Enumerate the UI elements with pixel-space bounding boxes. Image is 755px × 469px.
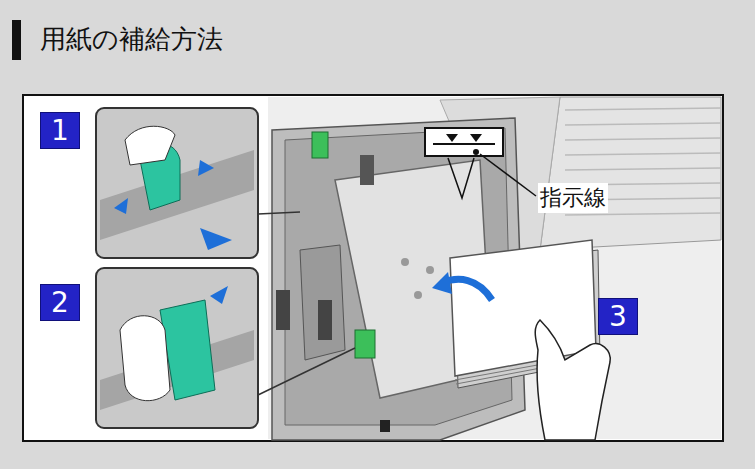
page-title: 用紙の補給方法 bbox=[40, 22, 223, 57]
indicator-symbol bbox=[425, 128, 536, 198]
title-bar bbox=[12, 20, 21, 60]
detail-inset bbox=[210, 286, 228, 304]
indicator-symbol bbox=[433, 143, 495, 145]
leader-line bbox=[258, 348, 355, 395]
title-bar bbox=[12, 20, 21, 60]
paper-tray bbox=[401, 258, 409, 266]
paper-tray bbox=[380, 420, 390, 432]
hand bbox=[535, 320, 610, 440]
paper-tray bbox=[360, 155, 374, 185]
part-label: 指示線 bbox=[538, 183, 608, 213]
green-guide bbox=[312, 132, 328, 158]
detail-inset bbox=[198, 160, 214, 176]
copier-body bbox=[268, 97, 721, 439]
indicator-symbol bbox=[480, 154, 536, 196]
detail-inset bbox=[96, 108, 258, 428]
callout-number: 3 bbox=[598, 298, 638, 335]
indicator-symbol bbox=[446, 134, 458, 142]
leader-line bbox=[258, 212, 355, 395]
detail-inset bbox=[125, 126, 175, 165]
detail-inset bbox=[114, 198, 128, 214]
insert-arrow bbox=[432, 272, 452, 294]
detail-inset bbox=[120, 316, 170, 401]
paper-tray bbox=[426, 266, 434, 274]
callout-text: 2 bbox=[51, 289, 69, 317]
frame bbox=[23, 95, 723, 441]
copier-body bbox=[540, 97, 721, 250]
green-guide bbox=[355, 330, 375, 358]
hand bbox=[535, 320, 610, 440]
frame bbox=[23, 95, 723, 441]
callout-number: 1 bbox=[40, 112, 80, 149]
green-guide bbox=[312, 132, 375, 358]
detail-inset bbox=[200, 228, 232, 250]
detail-inset bbox=[96, 268, 258, 428]
paper-tray bbox=[318, 300, 332, 340]
indicator-symbol bbox=[425, 128, 503, 156]
copier-body bbox=[268, 97, 721, 439]
insert-arrow bbox=[432, 272, 492, 300]
callout-number: 2 bbox=[40, 284, 80, 321]
indicator-symbol bbox=[470, 134, 482, 142]
indicator-symbol bbox=[473, 149, 479, 155]
detail-inset bbox=[96, 108, 258, 258]
indicator-symbol bbox=[448, 158, 474, 198]
leader-line bbox=[258, 212, 300, 214]
paper-tray bbox=[276, 290, 290, 330]
paper-tray bbox=[300, 245, 345, 360]
callout-text: 1 bbox=[51, 117, 69, 145]
callout-text: 3 bbox=[609, 303, 627, 331]
paper-tray bbox=[414, 291, 422, 299]
